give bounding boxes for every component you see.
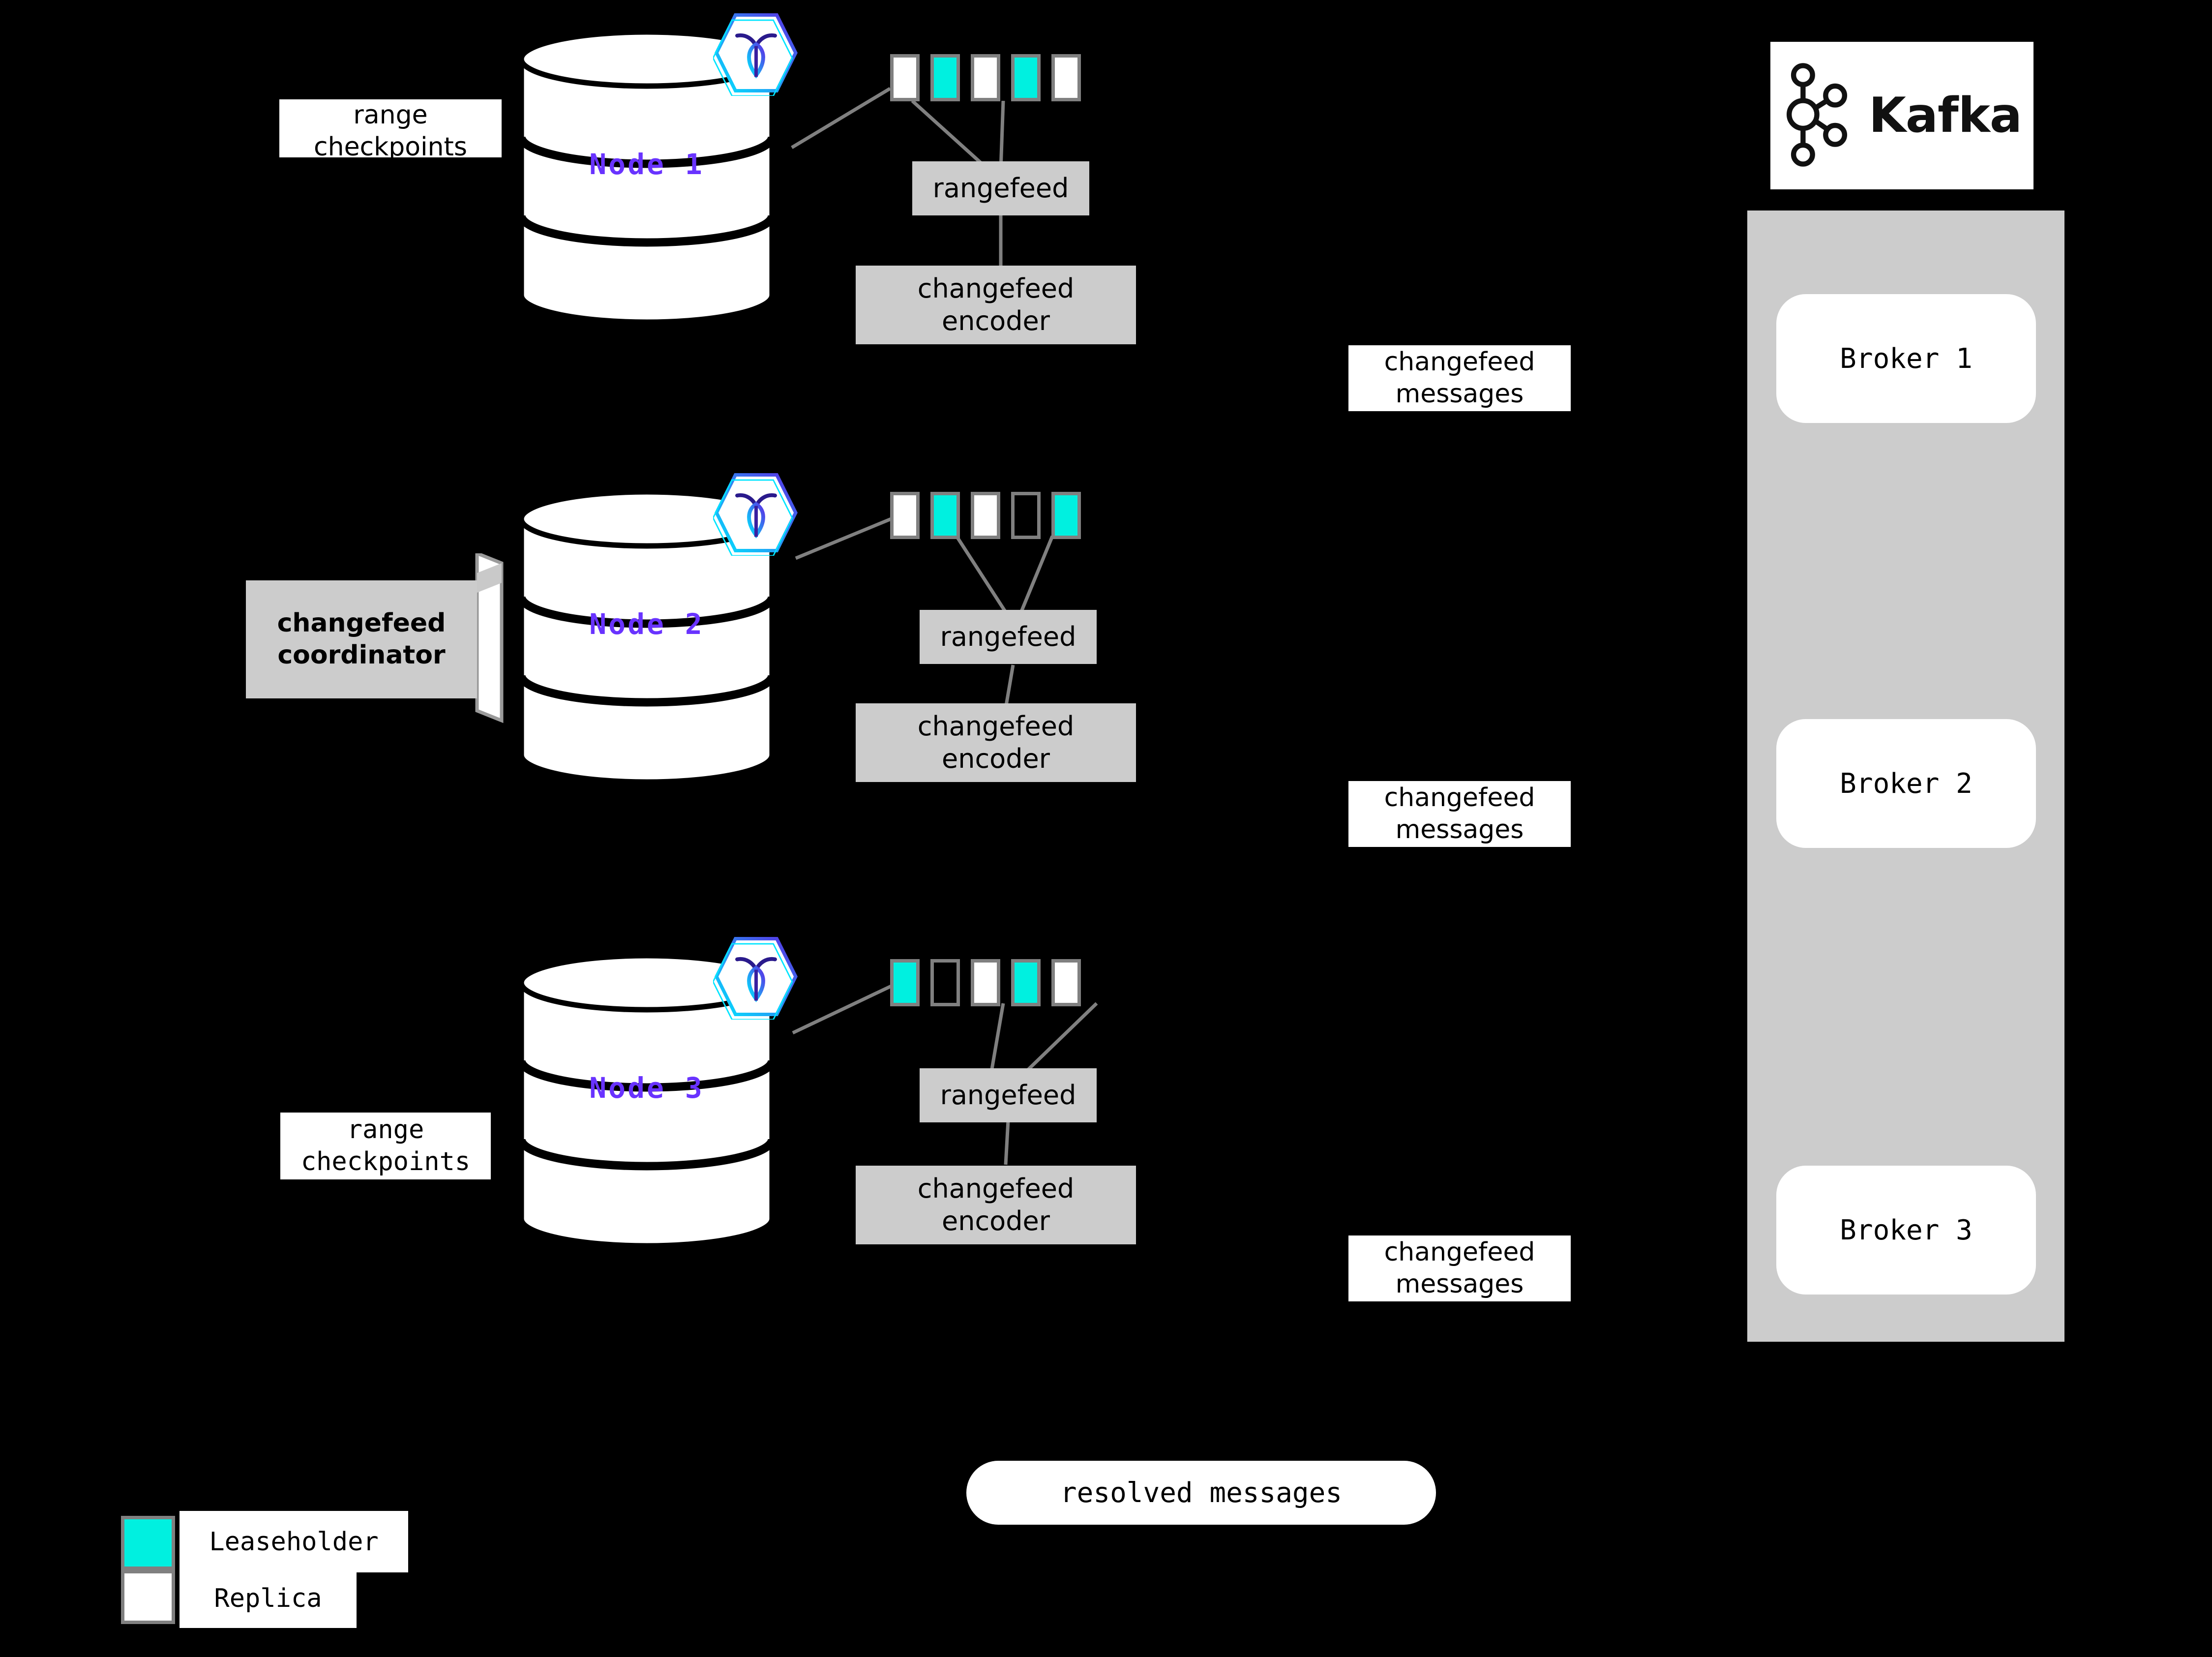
changefeed-messages-line2: messages xyxy=(1395,1269,1524,1299)
cockroachdb-logo-icon xyxy=(712,934,799,1021)
node-2-rangefeed-box[interactable]: rangefeed xyxy=(920,610,1097,664)
encoder-label-line2: encoder xyxy=(942,743,1050,774)
range-checkpoints-line1: range xyxy=(347,1115,424,1145)
changefeed-messages-line1: changefeed xyxy=(1384,347,1535,377)
broker-3-label: Broker 3 xyxy=(1840,1214,1973,1246)
coordinator-line1: changefeed xyxy=(277,608,446,638)
kafka-inbound-arrowhead-icon xyxy=(2070,345,2088,363)
range-cell-leaseholder[interactable] xyxy=(930,492,960,539)
node-2-changefeed-encoder-box[interactable]: changefeed encoder xyxy=(856,703,1136,782)
encoder-label-line2: encoder xyxy=(942,1205,1050,1236)
range-cell-empty[interactable] xyxy=(930,959,960,1006)
legend-text-leaseholder: Leaseholder xyxy=(209,1527,379,1557)
node-2-changefeed-messages-label: changefeed messages xyxy=(1348,781,1571,847)
range-cell-leaseholder[interactable] xyxy=(1011,959,1041,1006)
rangefeed-label: rangefeed xyxy=(932,173,1069,204)
range-checkpoints-line2: checkpoints xyxy=(300,1147,471,1176)
node-3-rangefeed-box[interactable]: rangefeed xyxy=(920,1068,1097,1122)
node-1-changefeed-messages-label: changefeed messages xyxy=(1348,345,1571,411)
node-3-cylinder: Node 3 xyxy=(516,953,777,1248)
range-checkpoints-line2: checkpoints xyxy=(314,132,467,157)
changefeed-messages-line1: changefeed xyxy=(1384,783,1535,813)
changefeed-messages-line1: changefeed xyxy=(1384,1237,1535,1267)
node-1-range-row xyxy=(890,54,1081,101)
range-cell-empty[interactable] xyxy=(1011,492,1041,539)
node-2-label: Node 2 xyxy=(589,607,704,641)
node-2-range-row xyxy=(890,492,1081,539)
kafka-node-graph-icon xyxy=(1782,62,1856,170)
range-cell-replica[interactable] xyxy=(890,492,920,539)
node-3-range-checkpoints-label: range checkpoints xyxy=(280,1113,491,1179)
rangefeed-label: rangefeed xyxy=(940,621,1076,653)
node-3-changefeed-messages-label: changefeed messages xyxy=(1348,1235,1571,1301)
encoder-label-line1: changefeed xyxy=(917,273,1075,304)
resolved-messages-label: resolved messages xyxy=(1060,1476,1343,1509)
node-1-label: Node 1 xyxy=(589,148,704,181)
node-1-cylinder: Node 1 xyxy=(516,30,777,325)
range-cell-replica[interactable] xyxy=(890,54,920,101)
range-cell-replica[interactable] xyxy=(971,492,1000,539)
node-3-changefeed-encoder-box[interactable]: changefeed encoder xyxy=(856,1166,1136,1244)
range-cell-leaseholder[interactable] xyxy=(1051,492,1081,539)
node-3-range-row xyxy=(890,959,1081,1006)
legend-label-leaseholder: Leaseholder xyxy=(179,1511,408,1572)
legend-swatch-replica xyxy=(121,1570,175,1624)
range-cell-replica[interactable] xyxy=(971,54,1000,101)
resolved-messages-pill: resolved messages xyxy=(966,1461,1436,1525)
range-cell-replica[interactable] xyxy=(971,959,1000,1006)
range-cell-leaseholder[interactable] xyxy=(930,54,960,101)
cockroachdb-logo-icon xyxy=(712,470,799,557)
changefeed-coordinator[interactable]: changefeed coordinator xyxy=(246,553,521,730)
kafka-wordmark: Kafka xyxy=(1868,88,2022,144)
range-cell-leaseholder[interactable] xyxy=(890,959,920,1006)
range-checkpoints-line1: range xyxy=(353,100,428,130)
legend-text-replica: Replica xyxy=(214,1584,322,1613)
range-cell-replica[interactable] xyxy=(1051,54,1081,101)
changefeed-messages-line2: messages xyxy=(1395,379,1524,409)
changefeed-messages-line2: messages xyxy=(1395,815,1524,844)
encoder-label-line1: changefeed xyxy=(917,711,1075,742)
kafka-logo-panel: Kafka xyxy=(1770,42,2033,189)
legend-label-replica: Replica xyxy=(179,1569,357,1628)
node-1-changefeed-encoder-box[interactable]: changefeed encoder xyxy=(856,266,1136,344)
node-2-cylinder: Node 2 xyxy=(516,489,777,784)
broker-1-label: Broker 1 xyxy=(1840,342,1973,375)
legend-swatch-leaseholder xyxy=(121,1516,175,1570)
coordinator-line2: coordinator xyxy=(277,640,446,670)
range-cell-replica[interactable] xyxy=(1051,959,1081,1006)
broker-2-label: Broker 2 xyxy=(1840,767,1973,800)
rangefeed-label: rangefeed xyxy=(940,1080,1076,1111)
node-1-rangefeed-box[interactable]: rangefeed xyxy=(912,161,1089,215)
node-3-label: Node 3 xyxy=(589,1071,704,1105)
encoder-label-line2: encoder xyxy=(942,305,1050,336)
cockroachdb-logo-icon xyxy=(712,10,799,97)
broker-1-box[interactable]: Broker 1 xyxy=(1776,294,2036,423)
node-1-range-checkpoints-label: range checkpoints xyxy=(279,99,502,157)
broker-3-box[interactable]: Broker 3 xyxy=(1776,1166,2036,1295)
encoder-label-line1: changefeed xyxy=(917,1173,1075,1205)
range-cell-leaseholder[interactable] xyxy=(1011,54,1041,101)
changefeed-coordinator-face: changefeed coordinator xyxy=(246,580,477,698)
broker-2-box[interactable]: Broker 2 xyxy=(1776,719,2036,848)
